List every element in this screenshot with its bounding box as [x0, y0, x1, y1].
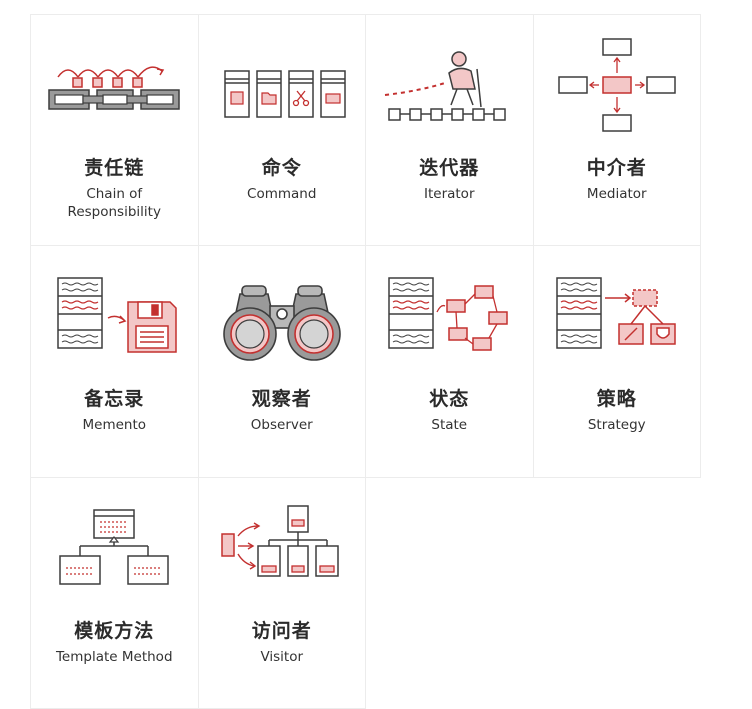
pattern-name-en: Iterator [423, 186, 475, 202]
pattern-name-zh: 中介者 [586, 157, 647, 179]
card-visitor[interactable]: 访问者 Visitor [197, 476, 366, 709]
pattern-name-en: Command [247, 186, 317, 202]
card-observer[interactable]: 观察者 Observer [197, 245, 366, 478]
pattern-name-zh: 模板方法 [74, 619, 155, 642]
pattern-name-en: Mediator [586, 186, 647, 202]
pattern-name-en: Strategy [587, 417, 646, 434]
pattern-name-zh: 状态 [429, 388, 470, 411]
pattern-name-en: Template Method [55, 648, 173, 665]
pattern-name-zh: 访问者 [251, 619, 312, 642]
card-memento[interactable]: 备忘录 Memento [30, 245, 199, 478]
card-mediator[interactable]: 中介者 Mediator [532, 14, 701, 247]
card-chain-of-responsibility[interactable]: 责任链 Chain of Responsibility [30, 14, 199, 247]
card-command[interactable]: 命令 Command [197, 14, 366, 247]
pattern-name-en: Visitor [260, 648, 304, 665]
pattern-name-zh: 迭代器 [419, 157, 480, 179]
command-icon [212, 33, 352, 133]
pattern-grid: 责任链 Chain of Responsibility [30, 14, 701, 709]
card-strategy[interactable]: 策略 Strategy [532, 245, 701, 478]
visitor-icon [212, 496, 352, 596]
memento-icon [44, 264, 184, 364]
binoculars-icon [212, 264, 352, 364]
strategy-icon [547, 264, 687, 364]
pattern-name-zh: 责任链 [84, 157, 145, 179]
pattern-name-zh: 备忘录 [84, 388, 145, 411]
pattern-name-en: Chain of Responsibility [67, 186, 161, 220]
mediator-icon [547, 33, 687, 133]
pattern-name-zh: 命令 [261, 157, 302, 179]
pattern-name-en: Memento [82, 417, 147, 434]
pattern-name-zh: 观察者 [251, 388, 312, 411]
chain-icon [44, 33, 184, 133]
card-template-method[interactable]: 模板方法 Template Method [30, 476, 199, 709]
card-iterator[interactable]: 迭代器 Iterator [365, 14, 534, 247]
iterator-icon [379, 33, 519, 133]
state-icon [379, 264, 519, 364]
pattern-name-en: Observer [250, 417, 313, 434]
pattern-name-en: State [431, 417, 468, 434]
pattern-name-zh: 策略 [596, 388, 637, 411]
template-icon [44, 496, 184, 596]
card-state[interactable]: 状态 State [365, 245, 534, 478]
